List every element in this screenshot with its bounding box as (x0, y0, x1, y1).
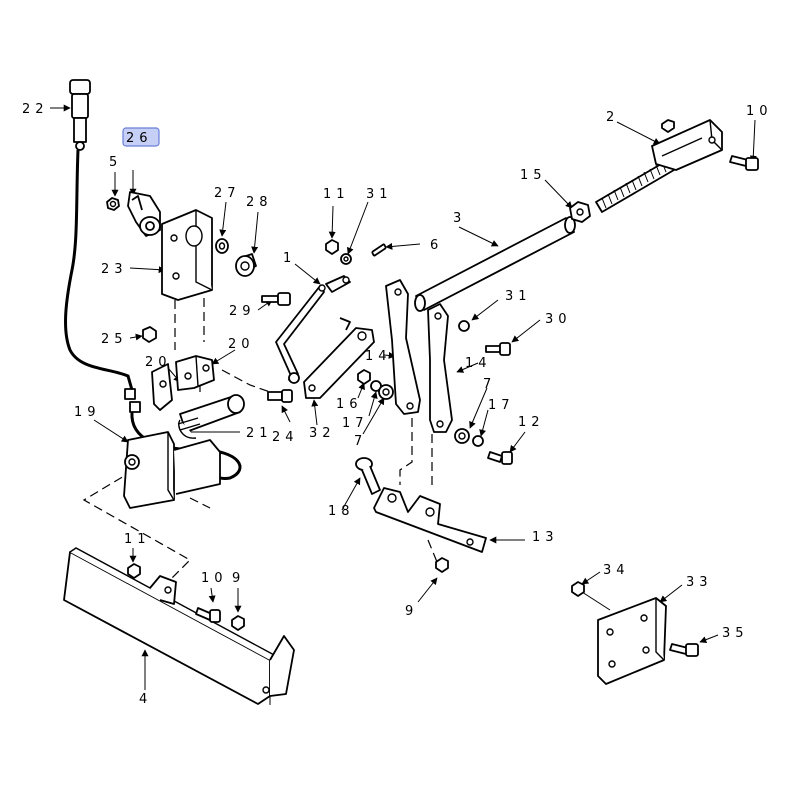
label-3: 3 (453, 211, 466, 226)
label-30: 30 (545, 312, 572, 327)
bracket-20-left (151, 363, 173, 411)
nut-9-lower (435, 557, 449, 573)
label-11a: 11 (323, 187, 350, 202)
bolt-10-lower (195, 607, 221, 623)
label-4: 4 (139, 692, 152, 707)
label-31a: 31 (366, 187, 393, 202)
nut-9-upper (231, 615, 245, 631)
plate-13 (373, 487, 487, 553)
label-10b: 10 (201, 571, 228, 586)
label-6: 6 (430, 238, 443, 253)
label-31b: 31 (505, 289, 532, 304)
bolt-24 (267, 389, 293, 403)
label-7b: 7 (354, 434, 367, 449)
label-9a: 9 (405, 604, 418, 619)
rod-link-1 (275, 275, 351, 384)
washer-31-upper (340, 253, 352, 265)
label-9b: 9 (232, 571, 245, 586)
arm-14-left (385, 279, 421, 415)
label-33: 33 (686, 575, 713, 590)
label-27: 27 (214, 186, 241, 201)
label-11b: 11 (124, 532, 151, 547)
washer-31-right (458, 320, 470, 332)
label-2: 2 (606, 110, 619, 125)
bolt-10-upper (729, 155, 759, 171)
label-19: 19 (74, 405, 101, 420)
nut-16 (357, 369, 371, 385)
label-15: 15 (520, 168, 547, 183)
label-28: 28 (246, 195, 273, 210)
label-18: 18 (328, 504, 355, 519)
label-20b: 20 (228, 337, 255, 352)
bolt-18 (355, 457, 381, 495)
label-29: 29 (229, 304, 256, 319)
washer-27 (215, 238, 229, 254)
lever-32 (303, 317, 375, 399)
bracket-20-right (175, 355, 215, 391)
label-14b: 14 (465, 356, 492, 371)
label-12: 12 (518, 415, 545, 430)
pin-6 (371, 243, 387, 257)
nut-25 (142, 326, 157, 343)
plate-33 (597, 597, 667, 685)
bolt-29 (261, 292, 291, 306)
label-14a: 14 (365, 349, 392, 364)
bolt-30 (485, 342, 511, 356)
actuator-26 (127, 191, 161, 237)
nut-15 (569, 201, 591, 223)
label-35: 35 (722, 626, 749, 641)
bracket-23 (161, 209, 213, 301)
label-20a: 20 (145, 355, 172, 370)
bolt-12 (487, 451, 513, 465)
shaft-3 (414, 216, 576, 312)
arm-14-right (427, 303, 453, 433)
label-22: 22 (22, 102, 49, 117)
label-21: 21 (246, 426, 273, 441)
cylinder-21 (177, 394, 245, 439)
label-32: 32 (309, 426, 336, 441)
label-17a: 17 (488, 398, 515, 413)
channel-4 (63, 547, 295, 705)
label-7a: 7 (483, 377, 496, 392)
label-24: 24 (272, 430, 299, 445)
label-1: 1 (283, 251, 296, 266)
nut-5 (106, 197, 120, 211)
callout-labels: 22 26 5 23 27 28 29 25 20 20 19 21 24 11… (22, 102, 773, 707)
bolt-35 (669, 643, 699, 657)
clevis-2 (651, 119, 723, 171)
spacer-28 (235, 253, 257, 277)
label-17b: 17 (342, 416, 369, 431)
nut-11-upper (325, 239, 339, 255)
nut-34 (571, 581, 585, 597)
label-25: 25 (101, 332, 128, 347)
label-5: 5 (109, 155, 122, 170)
spacer-7-right (454, 428, 470, 444)
label-10a: 10 (746, 104, 773, 119)
label-34: 34 (603, 563, 630, 578)
label-23: 23 (101, 262, 128, 277)
label-26: 26 (126, 131, 153, 146)
spacer-7-left (378, 384, 394, 400)
label-16: 16 (336, 397, 363, 412)
highlight-box (122, 127, 160, 147)
washer-17-right (472, 435, 484, 447)
leader-lines (50, 104, 757, 705)
motor-housing-19 (123, 431, 221, 509)
threaded-rod (595, 159, 675, 213)
label-13: 13 (532, 530, 559, 545)
